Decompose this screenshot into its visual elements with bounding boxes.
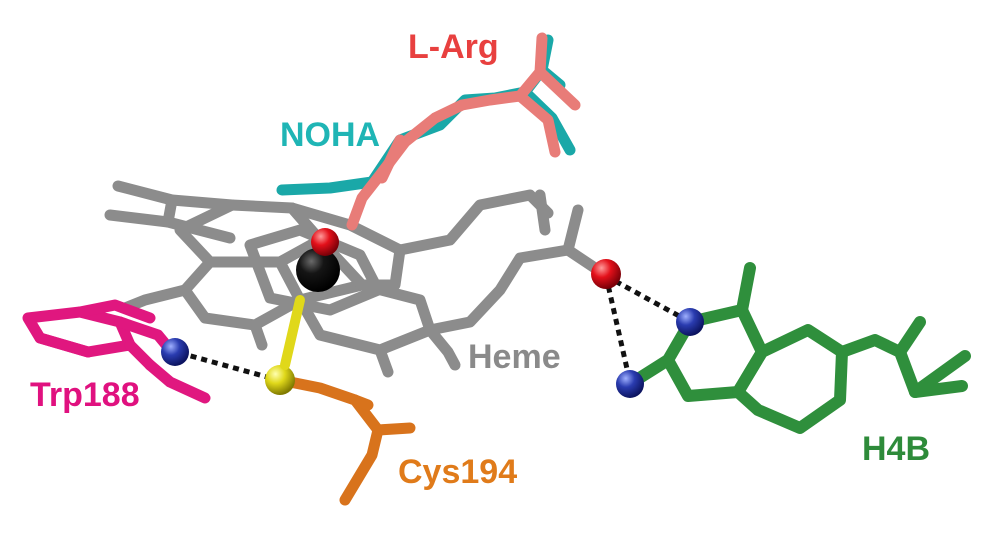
nitrogen-atom-trp xyxy=(161,338,189,366)
nitrogen-atom-h4b-2 xyxy=(616,370,644,398)
h4b-molecule xyxy=(624,262,971,434)
hydrogen-bond-lines xyxy=(179,273,692,383)
label-l-arg: L-Arg xyxy=(408,28,499,66)
label-trp188: Trp188 xyxy=(30,376,140,414)
iron-atom xyxy=(296,248,340,292)
label-cys194: Cys194 xyxy=(398,453,518,491)
hbond-heme-h4b-n2 xyxy=(603,275,633,383)
sulfur-atom-cys xyxy=(265,365,295,395)
oxygen-atom-heme xyxy=(311,228,339,256)
nitrogen-atom-h4b-1 xyxy=(676,308,704,336)
hbond-trp-cys xyxy=(179,350,279,383)
trp188-molecule xyxy=(22,299,211,404)
l-arg-molecule xyxy=(346,32,581,231)
label-noha: NOHA xyxy=(280,116,381,154)
label-heme: Heme xyxy=(468,338,561,376)
label-h4b: H4B xyxy=(862,430,931,468)
heme-molecule xyxy=(104,180,604,378)
hbond-heme-h4b-n1 xyxy=(604,273,692,325)
oxygen-atom-propionate xyxy=(591,259,621,289)
cys194-molecule xyxy=(274,374,416,506)
fe-s-bond xyxy=(280,295,305,370)
